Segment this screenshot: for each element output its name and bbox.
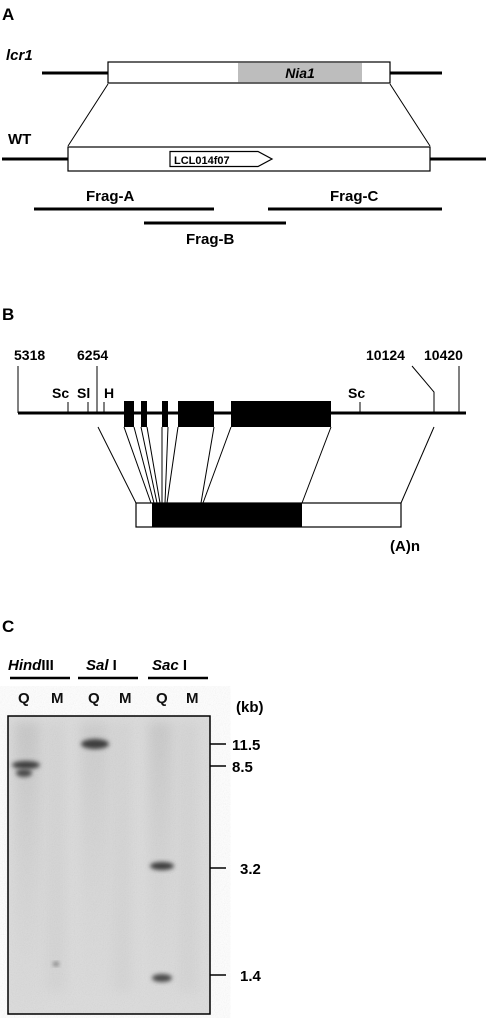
panel-b-label: B [2, 305, 14, 324]
panel-a: A lcr1 Nia1 WT LCL014f07 Frag-A Frag-C F… [2, 5, 486, 248]
lane-q-2: Q [88, 690, 100, 707]
exon-5 [231, 401, 331, 427]
enzyme-saci: Sac I [152, 657, 187, 674]
mrna-cds [152, 503, 302, 527]
pos-10420: 10420 [424, 347, 463, 363]
band-hindiii-lower [16, 769, 32, 777]
band-saci-32 [150, 862, 174, 870]
band-saci-14 [152, 974, 172, 982]
nia1-region [238, 62, 362, 83]
wt-label: WT [8, 131, 31, 148]
clone-arrow [169, 150, 274, 168]
nia1-label: Nia1 [285, 65, 315, 81]
lane-m-3: M [186, 690, 199, 707]
marker-32: 3.2 [240, 861, 261, 878]
blot-image [7, 715, 211, 1015]
polya-label: (A)n [390, 538, 420, 555]
site-h: H [104, 385, 114, 401]
exon-4 [178, 401, 214, 427]
marker-14: 1.4 [240, 968, 262, 985]
exon-connectors [97, 426, 435, 504]
site-sc2: Sc [348, 385, 365, 401]
exon-3 [162, 401, 168, 427]
tick-10124 [411, 365, 435, 413]
pos-10124: 10124 [366, 347, 405, 363]
panel-b: B 5318 6254 10124 10420 Sc Sl H Sc [2, 305, 466, 555]
enzyme-sali: Sal I [86, 657, 117, 674]
enzyme-hindiii: HindIII [8, 657, 54, 674]
panel-a-label: A [2, 5, 14, 24]
exon-1 [124, 401, 134, 427]
site-sl: Sl [77, 385, 90, 401]
band-sali [81, 739, 109, 749]
marker-115: 11.5 [232, 737, 260, 754]
panel-c-label: C [2, 617, 14, 636]
lane-m-1: M [51, 690, 64, 707]
pos-5318: 5318 [14, 347, 45, 363]
frag-c-label: Frag-C [330, 188, 379, 205]
lane-q-3: Q [156, 690, 168, 707]
lcr1-label: lcr1 [6, 47, 33, 64]
exon-2 [141, 401, 147, 427]
clone-label: LCL014f07 [174, 155, 230, 167]
lane-m-2: M [119, 690, 132, 707]
blot-speck [53, 962, 59, 966]
frag-a-label: Frag-A [86, 188, 135, 205]
pos-6254: 6254 [77, 347, 108, 363]
zoom-line-left [67, 83, 109, 147]
frag-b-label: Frag-B [186, 231, 235, 248]
zoom-line-right [389, 83, 431, 147]
lane-q-1: Q [18, 690, 30, 707]
panel-c: C HindIII Sal I Sac I Q M Q M Q M (kb) [2, 617, 264, 1015]
band-hindiii-upper [12, 761, 40, 769]
kb-unit: (kb) [236, 699, 264, 716]
site-sc1: Sc [52, 385, 69, 401]
marker-85: 8.5 [232, 759, 253, 776]
